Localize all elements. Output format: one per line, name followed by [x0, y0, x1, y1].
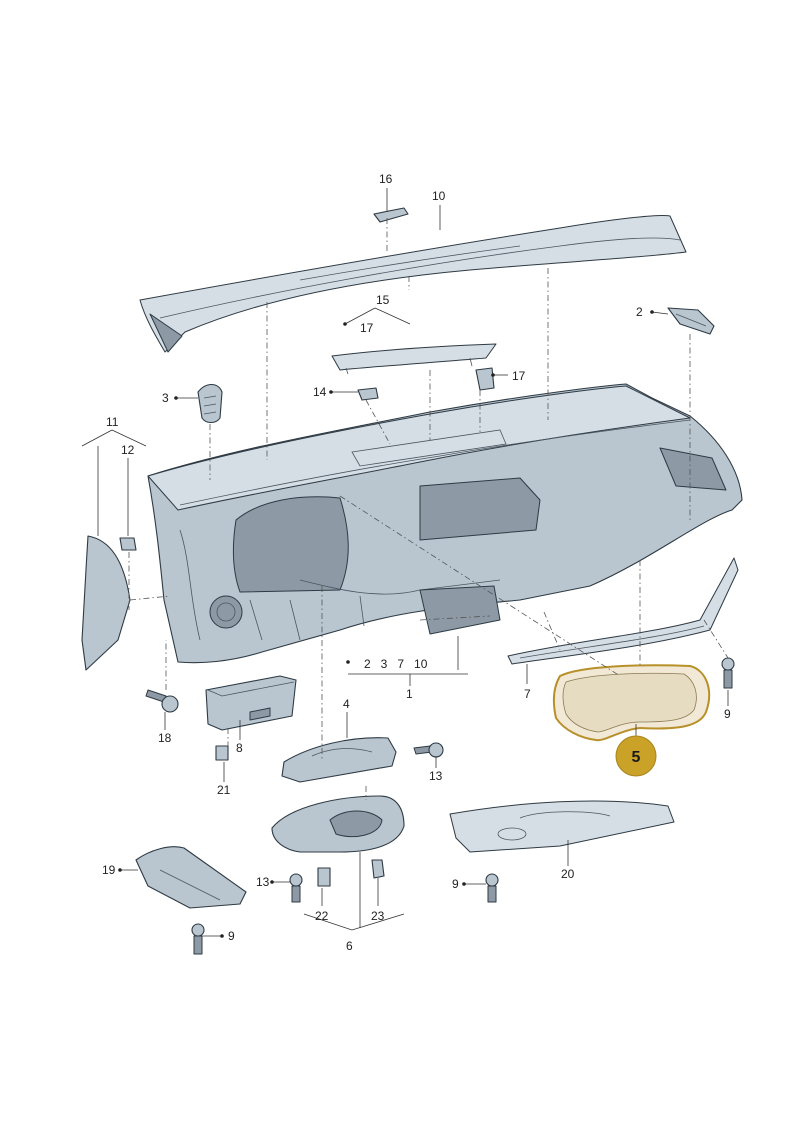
label-6: 6 [346, 939, 353, 953]
part-12-clip [119, 537, 137, 551]
part-13-screw-upper [413, 742, 444, 758]
assembly-lines [128, 218, 729, 800]
callout-5-badge[interactable] [615, 735, 657, 777]
label-10-top: 10 [432, 189, 446, 203]
label-11: 11 [106, 415, 119, 429]
label-22: 22 [315, 909, 329, 923]
label-4: 4 [343, 697, 350, 711]
part-16-clip [373, 207, 409, 223]
part-9-screw-middle [485, 873, 499, 903]
label-17-b: 17 [512, 369, 526, 383]
label-16: 16 [379, 172, 393, 186]
part-14-clip [357, 387, 379, 401]
label-19: 19 [102, 863, 116, 877]
leader-dots [118, 310, 654, 938]
part-17-clip [475, 367, 495, 391]
part-9-screw-right [721, 657, 735, 689]
part-2-vent [667, 307, 715, 335]
label-15: 15 [376, 293, 390, 307]
label-3: 3 [162, 391, 169, 405]
part-21-clip [215, 745, 229, 761]
part-18-screw [145, 689, 179, 713]
part-5-instrument-cluster [552, 664, 711, 742]
label-18: 18 [158, 731, 172, 745]
label-9-left: 9 [228, 929, 235, 943]
part-6-column-cover-lower [271, 795, 405, 853]
label-12: 12 [121, 443, 135, 457]
label-1-list: 2 3 7 10 [364, 657, 428, 671]
leader-lines [81, 188, 729, 937]
part-13-screw-lower [289, 873, 303, 903]
callout-5-label: 5 [632, 749, 641, 766]
part-19-cover [135, 846, 247, 909]
part-1-dashboard [147, 383, 743, 664]
label-14: 14 [313, 385, 327, 399]
label-20: 20 [561, 867, 575, 881]
label-1: 1 [406, 687, 413, 701]
label-21: 21 [217, 783, 231, 797]
part-15-cover [331, 343, 497, 375]
label-23: 23 [371, 909, 385, 923]
label-17-a: 17 [360, 321, 374, 335]
label-13-lower: 13 [256, 875, 270, 889]
part-3-vent [197, 383, 223, 424]
part-23-clip [371, 859, 385, 879]
label-9-right: 9 [724, 707, 731, 721]
part-4-column-cover-upper [281, 737, 397, 783]
label-13-upper: 13 [429, 769, 443, 783]
part-9-screw-left [191, 923, 205, 955]
label-8: 8 [236, 741, 243, 755]
label-7: 7 [524, 687, 531, 701]
part-10-top-cover [139, 215, 687, 353]
part-8-storage-box [205, 675, 297, 731]
part-7-lower-trim [507, 557, 739, 665]
part-22-clip [317, 867, 331, 887]
part-11-side-panel [81, 535, 131, 671]
label-9-middle: 9 [452, 877, 459, 891]
callout-5[interactable]: 5 [615, 724, 657, 777]
part-20-cover [449, 800, 675, 853]
label-2: 2 [636, 305, 643, 319]
